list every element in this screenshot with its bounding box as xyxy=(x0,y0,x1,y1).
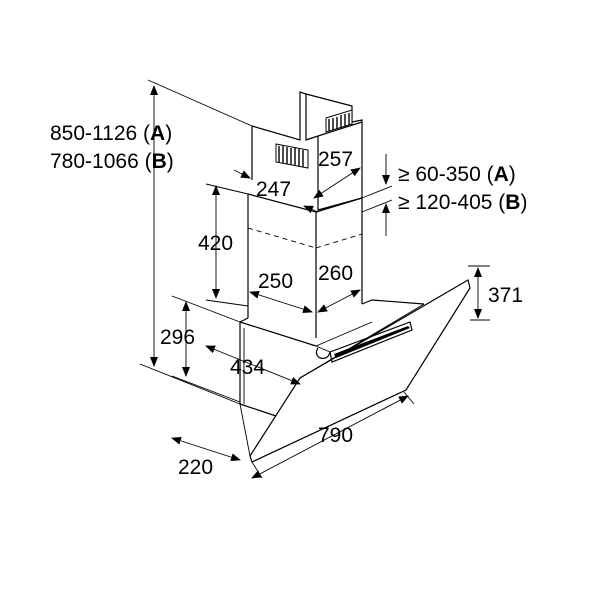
label-chimney-lower-height: 420 xyxy=(198,232,233,255)
lower-chimney xyxy=(247,193,363,338)
dimension-labels: 850-1126 (A) 780-1066 (B) 257 247 ≥ 60-3… xyxy=(50,122,527,479)
label-bottom-depth: 220 xyxy=(178,456,213,479)
vent-grille-left xyxy=(275,143,309,169)
label-total-width: 790 xyxy=(318,424,353,447)
upper-chimney xyxy=(251,91,363,211)
label-chimney-upper-depth: 247 xyxy=(256,178,291,201)
label-total-height-a: 850-1126 (A) xyxy=(50,122,172,145)
label-glass-height: 371 xyxy=(488,284,523,307)
label-body-depth: 434 xyxy=(230,356,265,379)
label-overlap-a: ≥ 60-350 (A) xyxy=(398,163,516,186)
label-chimney-upper-width: 257 xyxy=(318,148,353,171)
label-chimney-lower-depth: 250 xyxy=(258,270,293,293)
vent-grille-right xyxy=(325,109,353,133)
label-chimney-lower-width: 260 xyxy=(318,262,353,285)
label-overlap-b: ≥ 120-405 (B) xyxy=(398,191,527,214)
label-total-height-b: 780-1066 (B) xyxy=(50,150,174,173)
glass-panel xyxy=(249,279,471,463)
dimension-lines xyxy=(139,79,490,479)
label-body-height: 296 xyxy=(160,326,195,349)
hood-body xyxy=(239,299,425,417)
hood-outline xyxy=(239,91,471,463)
